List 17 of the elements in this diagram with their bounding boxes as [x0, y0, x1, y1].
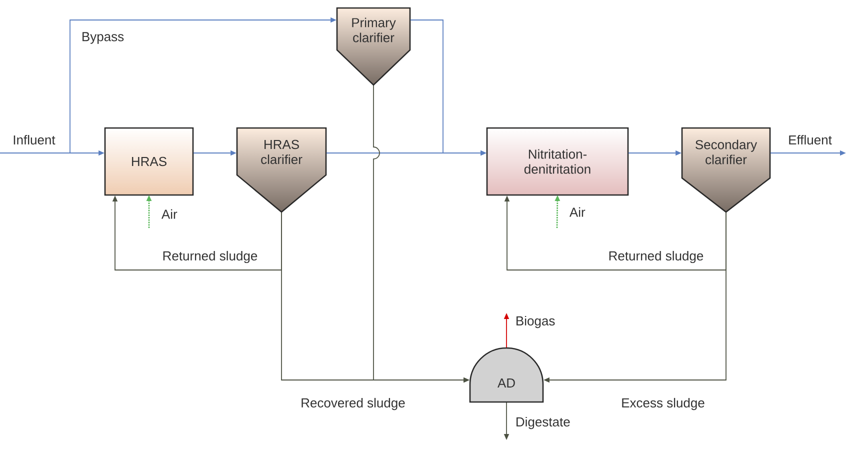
edge-label: Digestate [514, 416, 572, 430]
edge-label: Returned sludge [161, 250, 259, 264]
clarifier-tank: HRAS clarifier [236, 127, 327, 213]
edge-label: Influent [12, 134, 56, 146]
clarifier-tank: Secondary clarifier [681, 127, 771, 213]
edge-label: Biogas [514, 314, 556, 330]
edge-label: Recovered sludge [300, 396, 406, 412]
process-box: HRAS [104, 127, 194, 196]
digester-dome: AD [469, 347, 544, 403]
edge-label: Returned sludge [607, 250, 705, 264]
edge-label: Air [568, 206, 586, 218]
edge-label: Effluent [787, 134, 833, 146]
edge-label: Bypass [80, 31, 126, 45]
edge-label: Air [160, 208, 178, 220]
edge-label: Excess sludge [620, 396, 706, 412]
process-box: Nitritation-denitritation [486, 127, 629, 196]
clarifier-tank: Primary clarifier [336, 7, 411, 86]
